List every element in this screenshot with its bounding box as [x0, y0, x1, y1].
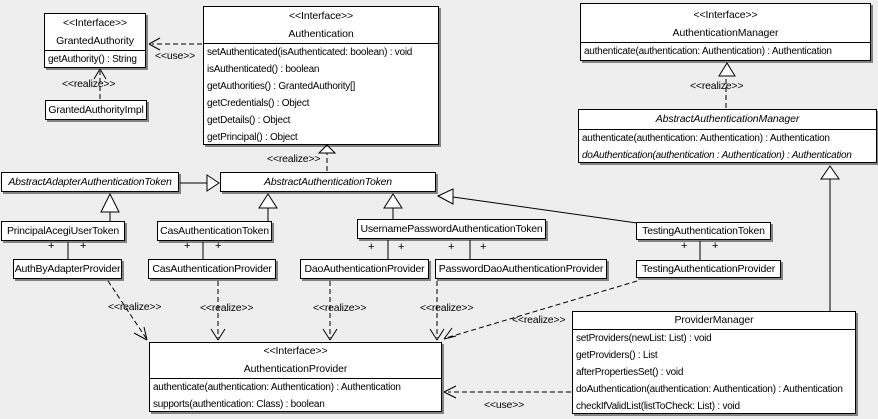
class-box-granted-authority[interactable]: <<Interface>> GrantedAuthority getAuthor…	[44, 13, 146, 68]
class-box-dao-authentication-provider[interactable]: DaoAuthenticationProvider	[300, 259, 429, 279]
method-label: supports(authentication: Class) : boolea…	[153, 399, 325, 410]
realize-authbyadapter-to-authentication-provider[interactable]	[107, 280, 148, 341]
edge-label-realize: <<realize>>	[420, 302, 474, 314]
class-name: GrantedAuthorityImpl	[48, 104, 144, 116]
realize-impl-to-granted-authority[interactable]	[93, 68, 107, 99]
class-name: TestingAuthenticationProvider	[641, 263, 776, 275]
method-label: setProviders(newList: List) : void	[576, 333, 712, 344]
multiplicity-label: +	[80, 240, 87, 252]
method-label: doAuthentication(authentication: Authent…	[576, 384, 843, 395]
edge-label-realize: <<realize>>	[313, 302, 367, 314]
class-name: UsernamePasswordAuthenticationToken	[360, 223, 543, 235]
method-label: getDetails() : Object	[207, 115, 291, 126]
multiplicity-label: +	[448, 241, 455, 253]
method-label: authenticate(authentication: Authenticat…	[582, 133, 830, 144]
class-name: CasAuthenticationProvider	[152, 263, 272, 275]
edge-label-realize: <<realize>>	[62, 78, 116, 90]
generalization-provider-manager-to-abstract-manager[interactable]	[820, 165, 840, 311]
multiplicity-label: +	[681, 240, 688, 252]
method-label: getAuthorities() : GrantedAuthority[]	[207, 81, 356, 92]
realize-abstract-manager-to-authentication-manager[interactable]	[718, 62, 736, 108]
class-name: AuthenticationProvider	[243, 363, 348, 375]
class-name: AbstractAuthenticationToken	[264, 176, 392, 188]
stereotype-label: <<Interface>>	[263, 345, 328, 357]
class-name: GrantedAuthority	[56, 35, 134, 47]
edge-label-realize: <<realize>>	[108, 301, 162, 313]
realize-testing-provider-to-authentication-provider[interactable]	[443, 280, 638, 340]
method-label: isAuthenticated() : boolean	[207, 64, 320, 75]
stereotype-label: <<Interface>>	[693, 9, 758, 21]
class-box-testing-authentication-token[interactable]: TestingAuthenticationToken	[636, 222, 771, 240]
multiplicity-label: +	[48, 240, 55, 252]
multiplicity-label: +	[368, 241, 375, 253]
class-box-cas-authentication-provider[interactable]: CasAuthenticationProvider	[148, 259, 276, 279]
method-label: setAuthenticated(isAuthenticated: boolea…	[207, 47, 413, 58]
class-box-testing-authentication-provider[interactable]: TestingAuthenticationProvider	[636, 260, 781, 278]
class-name: AbstractAuthenticationManager	[655, 113, 800, 125]
edge-label-realize: <<realize>>	[267, 153, 321, 165]
method-label: getPrincipal() : Object	[207, 132, 298, 143]
class-box-abstract-adapter-authentication-token[interactable]: AbstractAdapterAuthenticationToken	[1, 172, 179, 192]
class-box-auth-by-adapter-provider[interactable]: AuthByAdapterProvider	[13, 259, 122, 279]
class-box-password-dao-authentication-provider[interactable]: PasswordDaoAuthenticationProvider	[435, 259, 607, 279]
class-box-authentication-manager[interactable]: <<Interface>> AuthenticationManager auth…	[580, 3, 871, 61]
class-box-username-password-authentication-token[interactable]: UsernamePasswordAuthenticationToken	[357, 219, 546, 239]
edge-label-realize: <<realize>>	[690, 80, 744, 92]
edge-label-use: <<use>>	[155, 50, 196, 62]
class-box-authentication[interactable]: <<Interface>> Authentication setAuthenti…	[203, 6, 439, 145]
use-provider-manager-to-authentication-provider[interactable]	[443, 385, 571, 399]
class-name: DaoAuthenticationProvider	[304, 263, 425, 275]
class-box-cas-authentication-token[interactable]: CasAuthenticationToken	[157, 221, 272, 241]
class-name: AuthenticationManager	[672, 27, 779, 39]
edge-label-realize: <<realize>>	[512, 314, 566, 326]
method-label: getAuthority() : String	[48, 54, 137, 65]
class-name: PasswordDaoAuthenticationProvider	[438, 263, 604, 275]
class-name: PrincipalAcegiUserToken	[6, 225, 120, 237]
realize-abstract-token-to-authentication[interactable]	[317, 144, 337, 171]
generalization-abstract-adapter-to-abstract-token[interactable]	[180, 174, 220, 192]
class-box-provider-manager[interactable]: ProviderManager setProviders(newList: Li…	[572, 311, 856, 414]
class-name: AuthByAdapterProvider	[14, 263, 121, 275]
stereotype-label: <<Interface>>	[288, 10, 354, 22]
realize-cas-provider-to-authentication-provider[interactable]	[210, 281, 226, 341]
generalization-testing-token-to-abstract-token[interactable]	[436, 188, 638, 224]
class-box-abstract-authentication-token[interactable]: AbstractAuthenticationToken	[220, 172, 436, 192]
method-label: afterPropertiesSet() : void	[576, 367, 684, 378]
method-label: authenticate(authentication: Authenticat…	[153, 382, 401, 393]
class-box-authentication-provider[interactable]: <<Interface>> AuthenticationProvider aut…	[149, 342, 442, 412]
stereotype-label: <<Interface>>	[62, 17, 128, 29]
multiplicity-label: +	[712, 240, 719, 252]
multiplicity-label: +	[480, 241, 487, 253]
class-box-principal-acegi-user-token[interactable]: PrincipalAcegiUserToken	[1, 221, 125, 241]
class-name: TestingAuthenticationToken	[642, 225, 765, 237]
class-name: AbstractAdapterAuthenticationToken	[8, 176, 172, 188]
method-label: authenticate(authentication: Authenticat…	[584, 46, 832, 57]
method-label: checkIfValidList(listToCheck: List) : vo…	[576, 401, 740, 412]
multiplicity-label: +	[398, 241, 405, 253]
method-label: getCredentials() : Object	[207, 98, 310, 109]
generalization-usernamepassword-to-abstract-token[interactable]	[383, 193, 403, 219]
class-name: ProviderManager	[674, 314, 754, 326]
realize-passworddao-to-authentication-provider[interactable]	[429, 281, 445, 341]
multiplicity-label: +	[215, 240, 222, 252]
generalization-principal-to-abstract-adapter[interactable]	[100, 192, 120, 221]
edge-label-realize: <<realize>>	[200, 302, 254, 314]
class-box-abstract-authentication-manager[interactable]: AbstractAuthenticationManager authentica…	[578, 109, 877, 163]
use-authentication-to-granted-authority[interactable]	[148, 37, 202, 51]
realize-dao-provider-to-authentication-provider[interactable]	[322, 281, 338, 341]
class-name: Authentication	[288, 28, 354, 40]
class-box-granted-authority-impl[interactable]: GrantedAuthorityImpl	[45, 100, 147, 120]
multiplicity-label: +	[184, 240, 191, 252]
edge-label-use: <<use>>	[484, 399, 525, 411]
method-label: doAuthentication(authentication : Authen…	[582, 150, 852, 161]
generalization-cas-token-to-abstract-token[interactable]	[258, 193, 278, 221]
method-label: getProviders() : List	[576, 350, 658, 361]
class-name: CasAuthenticationToken	[160, 225, 269, 237]
